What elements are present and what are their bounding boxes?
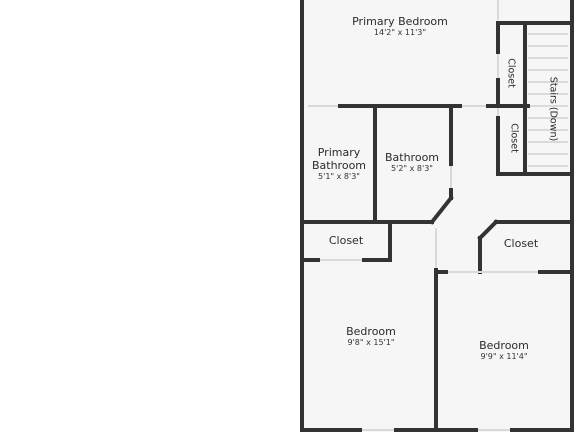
room-dimensions: 14'2" x 11'3": [373, 28, 427, 38]
room-primary-bedroom: Primary Bedroom 14'2" x 11'3": [352, 15, 448, 38]
room-primary-bathroom: Primary Bathroom 5'1" x 8'3": [312, 146, 366, 182]
stair-treads: [528, 33, 568, 167]
room-dimensions: 9'8" x 15'1": [347, 338, 395, 348]
room-name: Bedroom: [479, 339, 529, 352]
room-closet-top: Closet: [505, 58, 517, 88]
room-closet-right: Closet: [503, 237, 539, 250]
room-closet-mid: Closet: [508, 123, 520, 153]
room-bathroom: Bathroom 5'2" x 8'3": [385, 151, 439, 174]
room-name: Primary Bedroom: [352, 15, 448, 28]
room-dimensions: 5'2" x 8'3": [391, 164, 433, 174]
room-name: Bedroom: [346, 325, 396, 338]
room-dimensions: 9'9" x 11'4": [480, 352, 528, 362]
room-bedroom-left: Bedroom 9'8" x 15'1": [346, 325, 396, 348]
walls: [300, 0, 574, 432]
room-name: Bathroom: [384, 151, 440, 164]
room-closet-left: Closet: [328, 234, 364, 247]
room-name-line1: Primary: [317, 146, 361, 159]
room-bedroom-right: Bedroom 9'9" x 11'4": [479, 339, 529, 362]
openings: [308, 0, 538, 431]
room-stairs: Stairs (Down): [547, 76, 559, 142]
room-dimensions: 5'1" x 8'3": [318, 172, 360, 182]
room-name-line2: Bathroom: [311, 159, 367, 173]
